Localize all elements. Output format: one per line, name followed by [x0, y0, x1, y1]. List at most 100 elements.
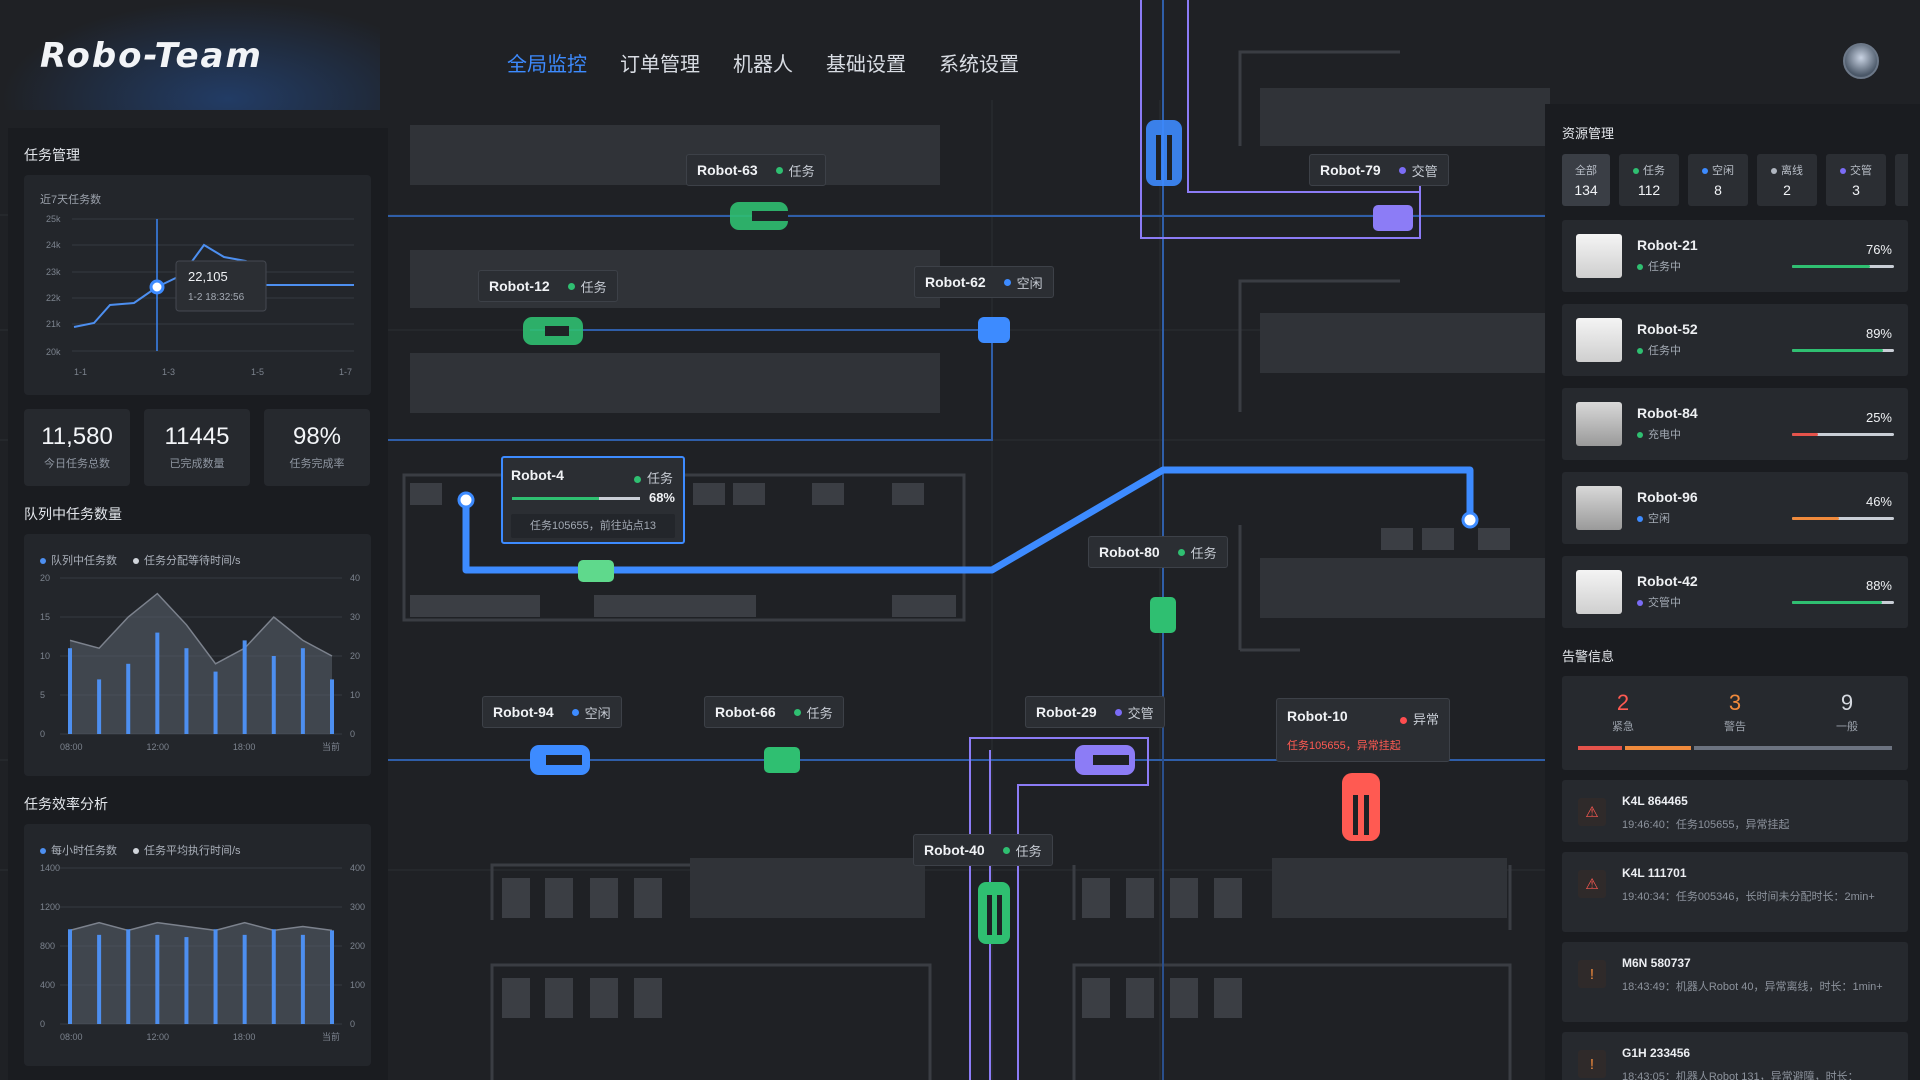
y-tick-right: 30 [350, 612, 360, 622]
robot-card-name: Robot-96 [1637, 489, 1698, 505]
efficiency-legend: 每小时任务数 任务平均执行时间/s [40, 842, 241, 858]
robot-card-battery-bar [1792, 433, 1894, 436]
nav-item-orders[interactable]: 订单管理 [620, 54, 700, 76]
filter-traffic[interactable]: 交管 3 [1826, 154, 1886, 206]
x-tick: 12:00 [146, 742, 169, 752]
robot-thumbnail-icon [1576, 318, 1622, 362]
robot-name: Robot-10 [1287, 708, 1348, 724]
bar [155, 632, 160, 734]
robot-card-status: 任务中 [1637, 258, 1681, 274]
alarm-code: K4L 111701 [1622, 866, 1687, 880]
area-series-line [69, 921, 333, 932]
robot-card-name: Robot-21 [1637, 237, 1698, 253]
y-tick-right: 0 [350, 729, 355, 739]
task-7day-chart[interactable]: 25k 24k 23k 22k 21k 20k 1-1 1-3 1-5 1-7 … [24, 175, 371, 395]
robot-card-status: 任务中 [1637, 342, 1681, 358]
status-dot [1637, 348, 1643, 355]
main-nav: 全局监控 订单管理 机器人 基础设置 系统设置 [507, 48, 1019, 77]
filter-offline[interactable]: 离线 2 [1757, 154, 1817, 206]
chart7-title: 近7天任务数 [40, 194, 102, 206]
robot-thumbnail-icon [1576, 402, 1622, 446]
robot-thumbnail-icon [1576, 234, 1622, 278]
alarm-summary: 2 紧急 3 警告 9 一般 [1562, 676, 1908, 770]
nav-item-robots[interactable]: 机器人 [733, 54, 793, 76]
bar [330, 930, 334, 1024]
robot-10-alert-card[interactable]: Robot-10 异常 任务105655，异常挂起 [1276, 698, 1450, 762]
bar [271, 929, 276, 1024]
bar [184, 648, 189, 734]
legend-item-hourly: 每小时任务数 [40, 842, 117, 858]
y-tick-right: 200 [350, 941, 365, 951]
stat-value: 98% [292, 423, 342, 450]
y-tick-left: 1200 [40, 902, 60, 912]
robot-card-status: 交管中 [1637, 594, 1681, 610]
stat-label: 已完成数量 [169, 458, 225, 470]
robot-4-task: 任务105655，前往站点13 [511, 514, 675, 538]
legend-item-queue: 队列中任务数 [40, 552, 117, 568]
x-tick: 18:00 [233, 1032, 256, 1042]
y-tick: 20k [46, 347, 61, 357]
alert-circle-icon: ! [1578, 1050, 1606, 1078]
filter-more[interactable] [1895, 154, 1908, 206]
task-management-title: 任务管理 [24, 147, 80, 163]
nav-item-system-settings[interactable]: 系统设置 [939, 54, 1019, 76]
status-dot [1114, 708, 1122, 716]
status-dot [1177, 548, 1185, 556]
nav-item-global-monitor[interactable]: 全局监控 [507, 54, 587, 76]
y-tick: 24k [46, 240, 61, 250]
alarm-warning[interactable]: 3 警告 [1724, 690, 1746, 733]
alarm-urgent[interactable]: 2 紧急 [1612, 690, 1634, 733]
filter-task[interactable]: 任务 112 [1619, 154, 1679, 206]
x-tick: 1-3 [162, 367, 175, 377]
robot-card-status: 充电中 [1637, 426, 1681, 442]
status-dot [567, 282, 575, 290]
robot-4-progress [512, 497, 640, 500]
legend-item-avg-time: 任务平均执行时间/s [133, 842, 241, 858]
robot-4-detail-card[interactable]: Robot-4 任务 68% 任务105655，前往站点13 [501, 456, 685, 544]
alarm-code: K4L 864465 [1622, 794, 1688, 808]
queue-title: 队列中任务数量 [24, 506, 122, 522]
bar [97, 934, 102, 1024]
y-tick-right: 20 [350, 651, 360, 661]
robot-card-name: Robot-52 [1637, 321, 1698, 337]
user-avatar[interactable] [1843, 43, 1879, 79]
warning-icon: ⚠ [1578, 870, 1606, 898]
filter-idle[interactable]: 空闲 8 [1688, 154, 1748, 206]
bar [184, 937, 189, 1024]
filter-all[interactable]: 全部 134 [1562, 154, 1610, 206]
bar [242, 934, 247, 1024]
nav-item-basic-settings[interactable]: 基础设置 [826, 54, 906, 76]
efficiency-title: 任务效率分析 [24, 796, 108, 812]
status-dot [1003, 278, 1011, 286]
x-tick: 1-7 [339, 367, 352, 377]
bar [213, 929, 218, 1024]
stat-label: 任务完成率 [289, 458, 345, 470]
y-tick-right: 0 [350, 1019, 355, 1029]
task-7day-card: 近7天任务数 25k 24k 23k 22k 21k 20k 1-1 1-3 1… [24, 175, 371, 395]
area-series [70, 593, 332, 734]
robot-name: Robot-4 [511, 467, 564, 483]
area-series [70, 922, 332, 1024]
alarm-normal[interactable]: 9 一般 [1836, 690, 1858, 733]
